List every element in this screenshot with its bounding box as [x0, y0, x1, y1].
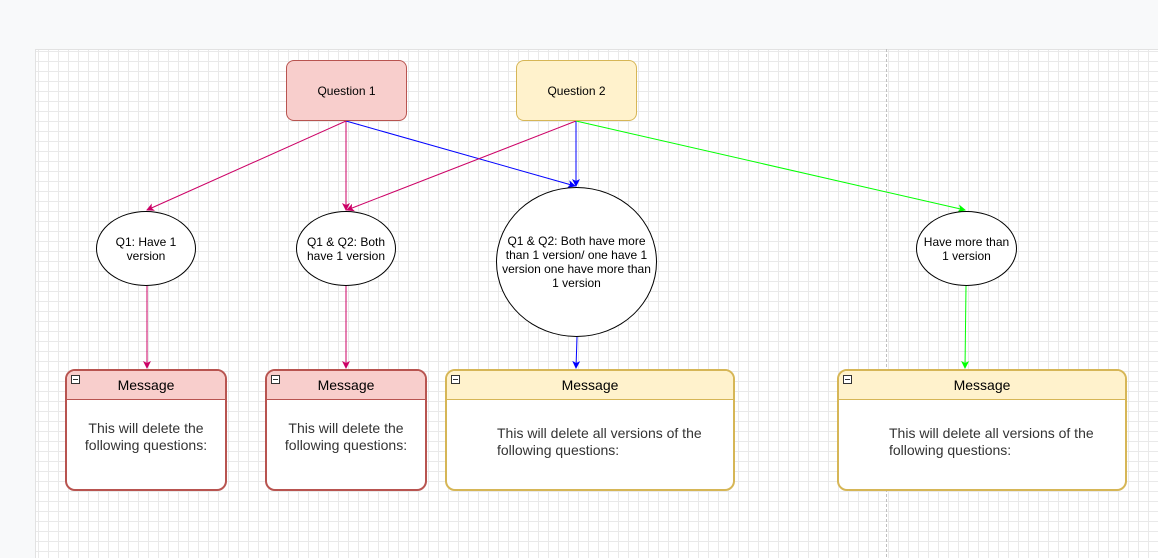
message-body: This will delete the following questions…: [84, 420, 208, 453]
message-body: This will delete all versions of the fol…: [889, 425, 1094, 458]
collapse-toggle-icon[interactable]: [843, 375, 852, 384]
message-header[interactable]: Message: [839, 371, 1125, 400]
message-container-2[interactable]: Message This will delete the following q…: [265, 369, 427, 491]
collapse-toggle-icon[interactable]: [271, 375, 280, 384]
condition-q1-one-version[interactable]: Q1: Have 1 version: [96, 211, 196, 286]
condition-label: Q1: Have 1 version: [115, 234, 177, 263]
condition-label: Have more than 1 version: [923, 234, 1010, 263]
message-header[interactable]: Message: [267, 371, 425, 400]
edge-q2-to-cond2[interactable]: [346, 120, 577, 212]
question-1-box[interactable]: Question 1: [286, 60, 407, 121]
condition-label: Q1 & Q2: Both have 1 version: [306, 234, 386, 263]
collapse-toggle-icon[interactable]: [451, 375, 460, 384]
question-1-label: Question 1: [317, 83, 376, 98]
question-2-box[interactable]: Question 2: [516, 60, 637, 121]
message-header[interactable]: Message: [67, 371, 225, 400]
message-title: Message: [561, 377, 619, 393]
message-title: Message: [117, 377, 175, 393]
message-container-3[interactable]: Message This will delete all versions of…: [445, 369, 735, 491]
message-container-1[interactable]: Message This will delete the following q…: [65, 369, 227, 491]
message-container-4[interactable]: Message This will delete all versions of…: [837, 369, 1127, 491]
message-title: Message: [317, 377, 375, 393]
page-break-line: [886, 49, 887, 557]
condition-more-than-one-version[interactable]: Have more than 1 version: [916, 211, 1017, 286]
question-2-label: Question 2: [547, 83, 606, 98]
edge-q1-to-cond3[interactable]: [345, 120, 576, 188]
message-title: Message: [953, 377, 1011, 393]
condition-multiple-versions[interactable]: Q1 & Q2: Both have more than 1 version/ …: [496, 187, 657, 337]
condition-both-one-version[interactable]: Q1 & Q2: Both have 1 version: [296, 211, 396, 286]
collapse-toggle-icon[interactable]: [71, 375, 80, 384]
edge-q2-to-cond4[interactable]: [575, 120, 966, 213]
message-header[interactable]: Message: [447, 371, 733, 400]
message-body: This will delete all versions of the fol…: [497, 425, 702, 458]
edge-cond4-to-msg4[interactable]: [961, 285, 970, 369]
message-body: This will delete the following questions…: [284, 420, 408, 453]
edge-q1-to-cond1[interactable]: [146, 120, 347, 211]
edge-cond3-to-msg3[interactable]: [572, 336, 581, 369]
condition-label: Q1 & Q2: Both have more than 1 version/ …: [502, 234, 651, 290]
